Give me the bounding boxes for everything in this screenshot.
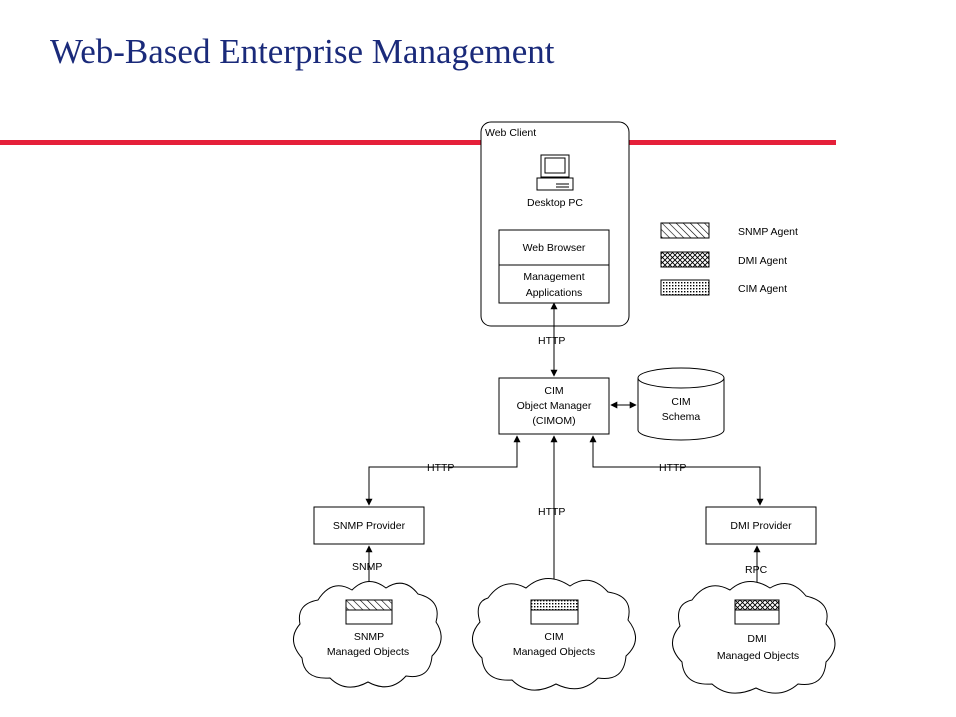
- http-left-label: HTTP: [427, 462, 454, 474]
- cim-schema-cylinder: [637, 367, 725, 441]
- desktop-pc-label: Desktop PC: [527, 197, 583, 209]
- snmp-agent-pattern: [345, 599, 393, 611]
- legend: SNMP Agent DMI Agent CIM Agent: [660, 222, 798, 296]
- cim-objects-cloud: [472, 578, 636, 691]
- http-right-connector: [589, 435, 764, 506]
- slide-title: Web-Based Enterprise Management: [50, 32, 555, 71]
- cim-schema-line1: CIM: [671, 396, 690, 408]
- dmi-provider-box: [705, 506, 817, 545]
- snmp-provider-label: SNMP Provider: [333, 520, 406, 532]
- http-left-connector: [365, 435, 521, 506]
- cimom-line2: Object Manager: [517, 400, 592, 412]
- cimom-box: [498, 377, 610, 435]
- snmp-objects-cloud: [293, 581, 442, 688]
- web-browser-label: Web Browser: [523, 242, 586, 254]
- legend-label-dmi: DMI Agent: [738, 255, 787, 267]
- desktop-pc-icon: [536, 154, 574, 191]
- management-apps-line2: Applications: [526, 287, 583, 299]
- dmi-agent-pattern: [734, 599, 780, 611]
- legend-swatch-cim: [660, 279, 710, 296]
- legend-swatch-snmp: [660, 222, 710, 239]
- web-browser-box: [498, 229, 610, 304]
- dmi-objects-line1: DMI: [747, 633, 766, 645]
- cim-objects-line2: Managed Objects: [513, 646, 595, 658]
- dmi-objects-line2: Managed Objects: [717, 650, 799, 662]
- snmp-objects-line2: Managed Objects: [327, 646, 409, 658]
- rpc-label: RPC: [745, 564, 768, 576]
- cim-objects-line1: CIM: [544, 631, 563, 643]
- http-top-label: HTTP: [538, 335, 565, 347]
- snmp-provider-box: [313, 506, 425, 545]
- legend-label-snmp: SNMP Agent: [738, 226, 798, 238]
- web-client-label: Web Client: [485, 127, 536, 139]
- dmi-objects-cloud: [672, 581, 836, 694]
- title-rule: [0, 140, 836, 145]
- legend-label-cim: CIM Agent: [738, 283, 787, 295]
- legend-swatch-dmi: [660, 251, 710, 268]
- dmi-provider-label: DMI Provider: [730, 520, 792, 532]
- snmp-label: SNMP: [352, 561, 382, 573]
- management-apps-line1: Management: [523, 271, 584, 283]
- cim-agent-pattern: [530, 599, 579, 611]
- http-right-label: HTTP: [659, 462, 686, 474]
- cimom-line3: (CIMOM): [532, 415, 575, 427]
- snmp-objects-line1: SNMP: [354, 631, 384, 643]
- cimom-line1: CIM: [544, 385, 563, 397]
- cim-schema-line2: Schema: [662, 411, 701, 423]
- http-middle-label: HTTP: [538, 506, 565, 518]
